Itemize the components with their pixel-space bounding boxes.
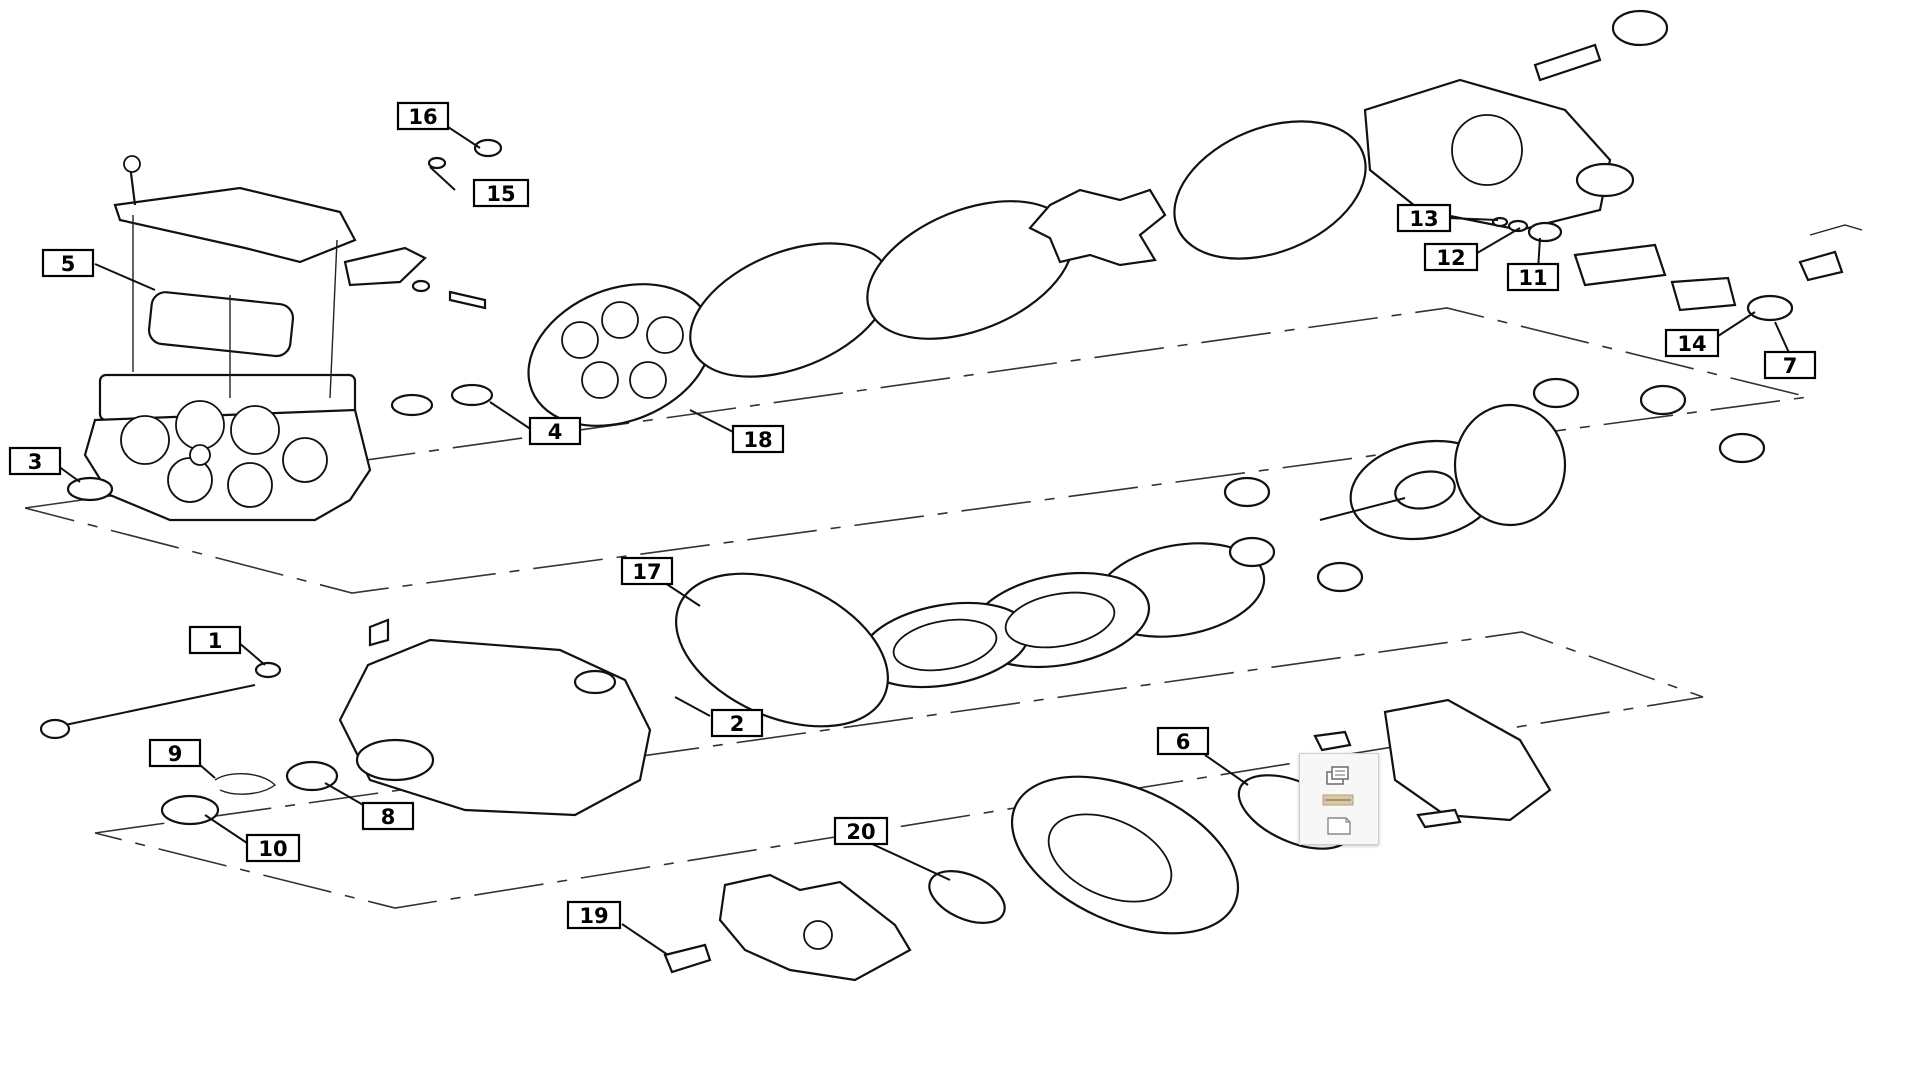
callout-12: 12 [1423,242,1479,272]
svg-text:10: 10 [258,837,287,861]
highlight-icon [1322,794,1354,806]
callout-11: 11 [1506,262,1560,292]
callout-8: 8 [361,801,415,831]
svg-text:20: 20 [846,820,875,844]
copy-icon [1326,766,1349,785]
svg-text:11: 11 [1518,266,1547,290]
callout-20: 20 [833,816,889,846]
piston-group [1223,377,1766,593]
note-button[interactable] [1313,812,1363,838]
callout-13: 13 [1396,203,1452,233]
callout-14: 14 [1664,328,1720,358]
rear-head-assembly [66,138,503,522]
callout-3: 3 [8,446,62,476]
svg-text:7: 7 [1783,354,1798,378]
callout-18: 18 [731,424,785,454]
svg-text:13: 13 [1409,207,1438,231]
callout-6: 6 [1156,726,1210,756]
svg-text:17: 17 [632,560,661,584]
svg-text:12: 12 [1436,246,1465,270]
highlight-button[interactable] [1313,787,1363,813]
callout-17: 17 [620,556,674,586]
callout-1: 1 [188,625,242,655]
svg-text:8: 8 [381,805,396,829]
valve-plate-stack [527,9,1669,427]
svg-text:14: 14 [1677,332,1706,356]
callout-5: 5 [41,248,95,278]
callout-9: 9 [148,738,202,768]
callouts: 16 15 5 3 4 18 13 12 11 14 7 17 1 2 9 8 … [8,101,1817,930]
callout-2: 2 [710,708,764,738]
svg-text:16: 16 [408,105,437,129]
note-icon [1327,817,1351,835]
control-valve-parts [1491,216,1863,322]
callout-10: 10 [245,833,301,863]
callout-16: 16 [396,101,450,131]
swash-plate-assembly [859,377,1766,689]
svg-text:6: 6 [1176,730,1191,754]
svg-text:3: 3 [28,450,43,474]
callout-7: 7 [1763,350,1817,380]
clutch-assembly [663,698,1552,982]
callout-15: 15 [472,178,530,208]
callout-19: 19 [566,900,622,930]
svg-text:19: 19 [579,904,608,928]
svg-text:5: 5 [61,252,76,276]
svg-text:2: 2 [730,712,745,736]
svg-text:9: 9 [168,742,183,766]
copy-button[interactable] [1313,762,1363,788]
svg-text:18: 18 [743,428,772,452]
svg-text:1: 1 [208,629,223,653]
leader-lines [57,124,1791,956]
callout-4: 4 [528,416,582,446]
assembly-boundaries [24,307,1809,909]
front-housing-assembly [39,572,889,826]
svg-text:4: 4 [548,420,563,444]
floating-toolbar [1299,753,1379,845]
svg-text:15: 15 [486,182,515,206]
